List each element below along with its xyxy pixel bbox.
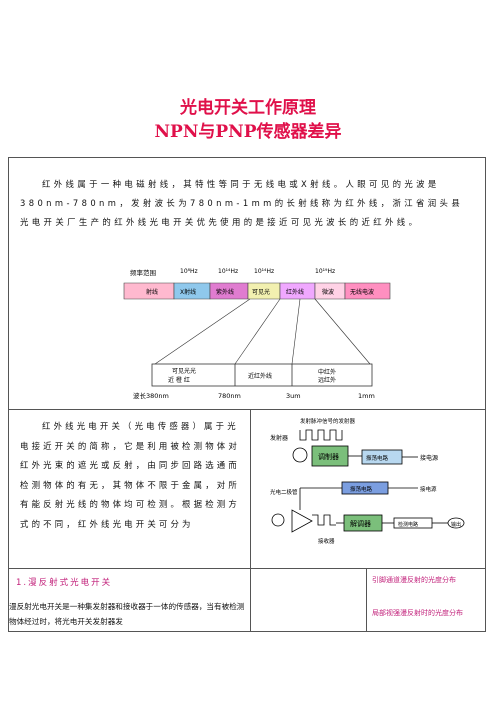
title-line-1: 光电开关工作原理 xyxy=(180,98,316,118)
section-title-diffuse: 1.漫反射式光电开关 xyxy=(16,578,113,588)
para-infrared-switch: 红外线光电开关（光电传感器）属于光电接近开关的简称，它是利用被检测物体对红外光束… xyxy=(20,421,240,529)
para-diffuse: 漫反射光电开关是一种集发射器和接收器于一体的传感器，当有被检测物体经过时，将光电… xyxy=(9,602,245,626)
note-diffuse-1: 引脚通道漫反射的光度分布 xyxy=(372,576,456,584)
column-divider xyxy=(250,409,251,632)
content-frame xyxy=(8,157,486,632)
divider-2 xyxy=(8,568,486,569)
intro-paragraph: 红外线属于一种电磁射线，其特性等同于无线电或X射线。人眼可见的光波是380nm-… xyxy=(20,179,464,227)
note-diffuse-2: 局部视强漫反射时的光度分布 xyxy=(372,609,463,617)
column-divider-2 xyxy=(366,568,367,632)
divider-1 xyxy=(8,409,486,410)
title-line-2: NPN与PNP传感器差异 xyxy=(154,122,342,142)
